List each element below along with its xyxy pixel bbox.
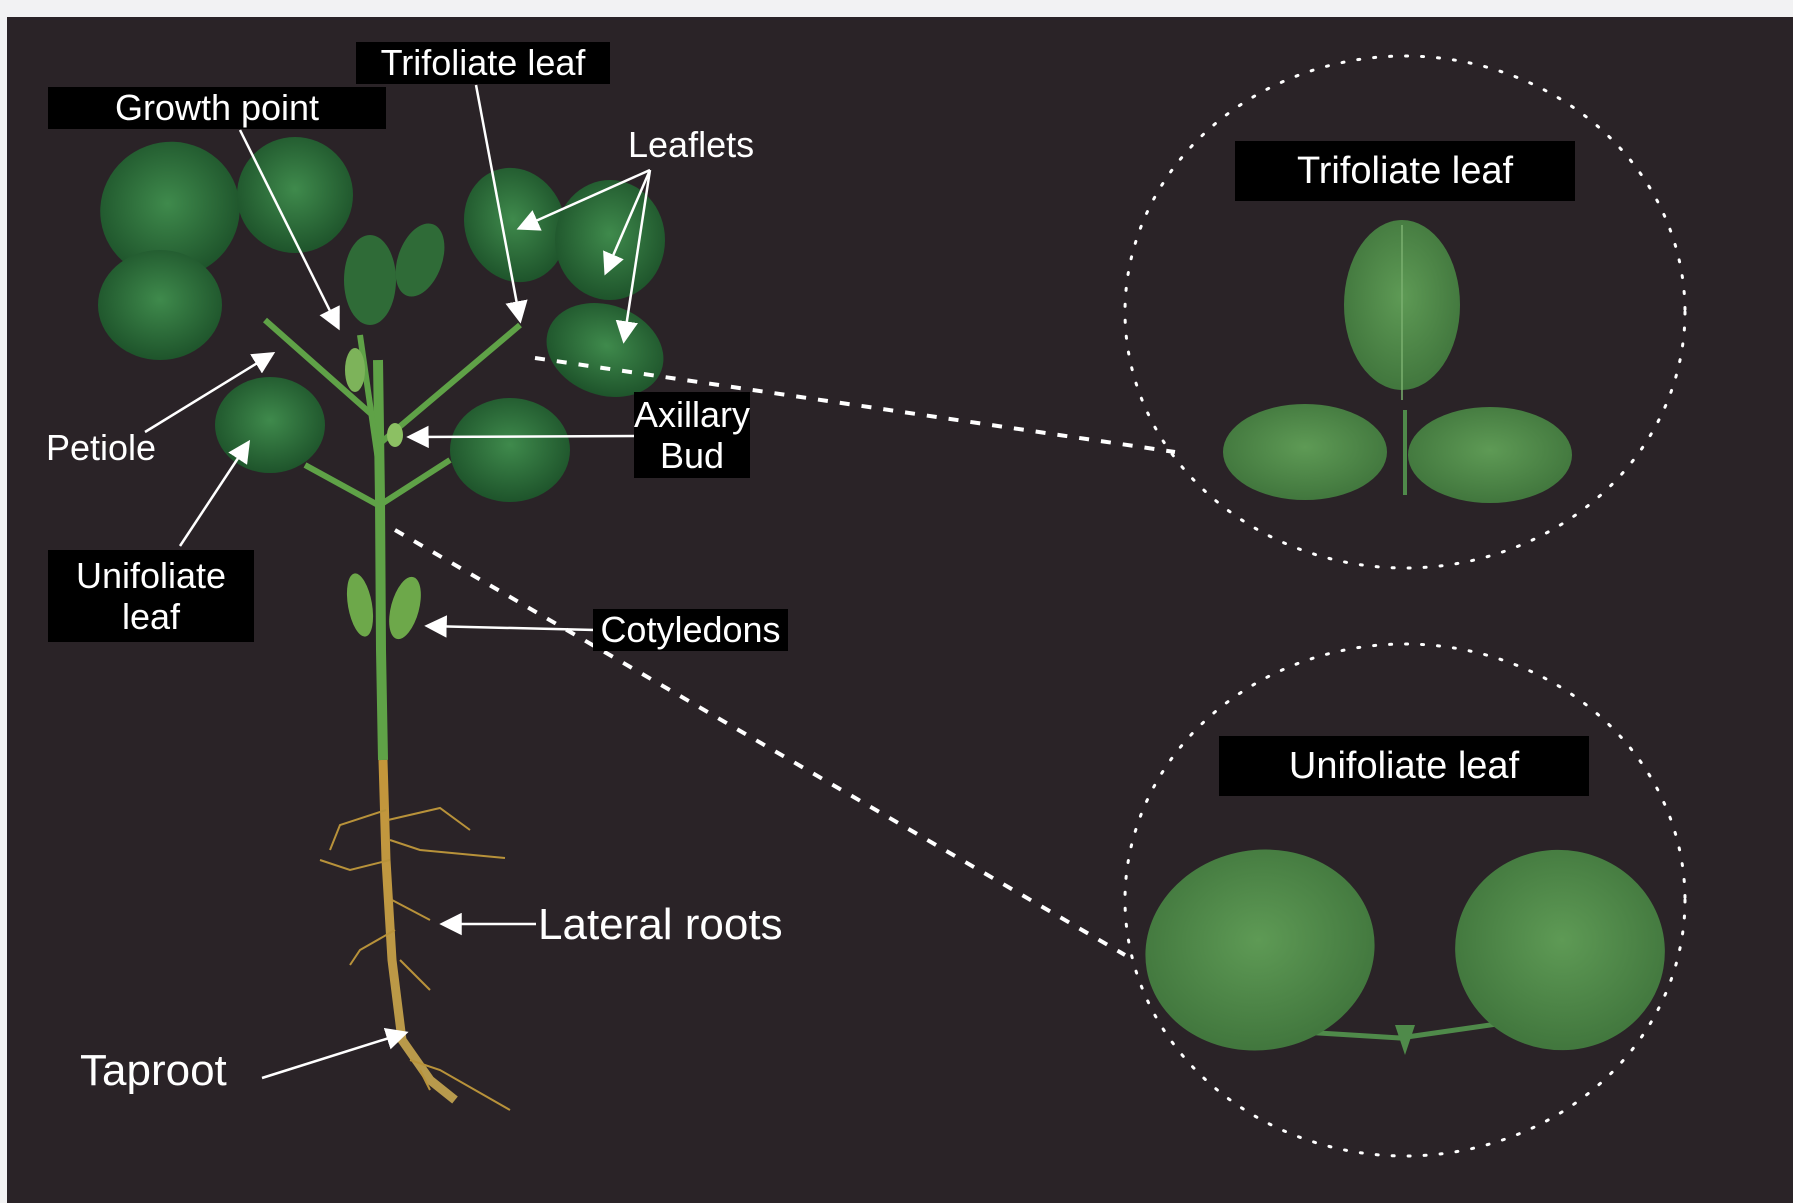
label-trifoliate-leaf: Trifoliate leaf — [356, 42, 610, 84]
label-petiole: Petiole — [46, 427, 156, 468]
unifoliate-inset-title: Unifoliate leaf — [1219, 736, 1589, 796]
label-axillary-bud: Axillary Bud — [634, 392, 750, 478]
leaflet-2 — [555, 180, 665, 300]
label-growth-point: Growth point — [48, 87, 386, 129]
label-unifoliate-leaf: Unifoliate leaf — [48, 550, 254, 642]
label-unifoliate-leaf-line1: Unifoliate — [76, 555, 226, 596]
label-leaflets: Leaflets — [628, 124, 754, 165]
leaf-upper-left-2 — [237, 137, 353, 253]
growth-point-bud — [345, 348, 365, 392]
axillary-bud — [387, 423, 403, 447]
unifoliate-leaf-left — [215, 377, 325, 473]
arrow-axillary-bud — [410, 436, 640, 437]
unifoliate-leaf-right — [450, 398, 570, 502]
leaf-upper-left-3 — [98, 250, 222, 360]
label-axillary-bud-line2: Bud — [660, 435, 724, 476]
label-axillary-bud-line1: Axillary — [634, 394, 750, 435]
label-taproot: Taproot — [80, 1046, 227, 1097]
trifoliate-inset-title: Trifoliate leaf — [1235, 141, 1575, 201]
label-lateral-roots: Lateral roots — [538, 900, 783, 951]
label-unifoliate-leaf-line2: leaf — [122, 596, 180, 637]
stem — [378, 360, 383, 760]
growth-leaf-1 — [344, 235, 396, 325]
label-cotyledons: Cotyledons — [593, 609, 788, 651]
